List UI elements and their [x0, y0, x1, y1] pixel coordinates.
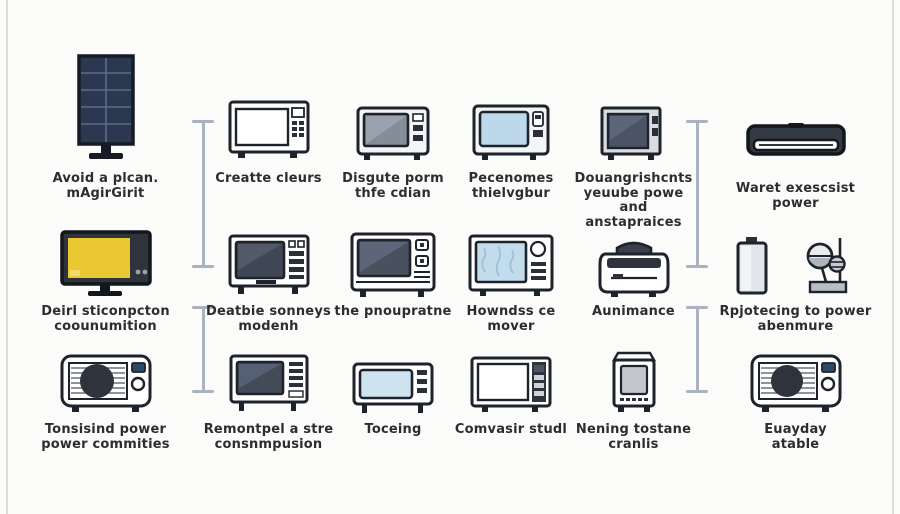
microwave-dark-icon — [203, 228, 334, 298]
caption: Toceing — [364, 422, 422, 437]
battery-and-meter-icon — [697, 228, 894, 298]
tv-yellow-icon — [8, 228, 203, 298]
microwave-white-icon — [203, 36, 334, 162]
grid-cell: Waret exescsist power — [697, 36, 894, 211]
grid-cell: Comvasir studl — [452, 352, 570, 438]
microwave-gray-icon — [334, 36, 452, 162]
left-edge-line — [6, 0, 8, 514]
divider-line — [696, 120, 699, 268]
caption: Deatbie sonneys modenh — [206, 304, 331, 334]
caption: Aunimance — [592, 304, 675, 319]
grid-cell: Pecenomes thielvgbur — [452, 36, 570, 201]
microwave-dark2-icon — [203, 352, 334, 414]
grid-cell: Douangrishcnts yeuube powe and anstaprai… — [570, 36, 697, 230]
divider-cap — [686, 390, 708, 393]
grid-cell: Aunimance — [570, 228, 697, 320]
divider-cap — [686, 265, 708, 268]
grid-cell: Euayday atable — [697, 352, 894, 452]
grid-cell: Rpjotecing to power abenmure — [697, 228, 894, 334]
grid-cell: Nening tostane cranlis — [570, 351, 697, 452]
caption: Disgute porm thfe cdian — [342, 171, 444, 201]
grid-cell: Remontpel a stre consnmpusion — [203, 352, 334, 452]
grid-cell: Howndss ce mover — [452, 228, 570, 334]
dvd-player-icon — [697, 36, 894, 172]
caption: Deirl sticonpcton coounumition — [41, 304, 170, 334]
microwave-frost-icon — [452, 228, 570, 298]
grid-cell: the pnoupratne — [334, 228, 452, 320]
divider-line — [202, 306, 205, 391]
caption: Creatte cleurs — [215, 171, 322, 186]
printer-icon — [570, 228, 697, 298]
air-purifier-icon — [570, 351, 697, 414]
caption: Tonsisind power power commities — [41, 422, 170, 452]
right-edge-line — [892, 0, 894, 514]
microwave-bluewide-icon — [334, 352, 452, 414]
divider-line — [202, 120, 205, 268]
microwave-white2-icon — [452, 352, 570, 414]
grid-cell: Deatbie sonneys modenh — [203, 228, 334, 334]
caption: Avoid a plcan. mAgirGirit — [52, 171, 159, 201]
caption: Howndss ce mover — [466, 304, 556, 334]
grid-cell: Avoid a plcan. mAgirGirit — [8, 36, 203, 201]
microwave-blue-icon — [452, 36, 570, 162]
divider-cap — [192, 390, 214, 393]
grid-cell: Creatte cleurs — [203, 36, 334, 187]
caption: Rpjotecing to power abenmure — [719, 304, 872, 334]
caption: Comvasir studl — [454, 422, 568, 437]
grid-cell: Disgute porm thfe cdian — [334, 36, 452, 201]
caption: Douangrishcnts yeuube powe and anstaprai… — [574, 171, 693, 230]
caption: Euayday atable — [764, 422, 827, 452]
tv-dark-icon — [570, 36, 697, 162]
grid-cell: Toceing — [334, 352, 452, 438]
air-conditioner2-icon — [697, 352, 894, 414]
tv-slate-icon — [334, 228, 452, 298]
caption: Waret exescsist power — [735, 181, 856, 211]
grid-cell: Deirl sticonpcton coounumition — [8, 228, 203, 334]
solar-panel-icon — [8, 36, 203, 162]
divider-line — [696, 306, 699, 391]
caption: the pnoupratne — [334, 304, 452, 319]
divider-cap — [192, 265, 214, 268]
caption: Remontpel a stre consnmpusion — [203, 422, 334, 452]
caption: Pecenomes thielvgbur — [468, 171, 554, 201]
caption: Nening tostane cranlis — [575, 422, 692, 452]
air-conditioner-icon — [8, 352, 203, 414]
grid-cell: Tonsisind power power commities — [8, 352, 203, 452]
